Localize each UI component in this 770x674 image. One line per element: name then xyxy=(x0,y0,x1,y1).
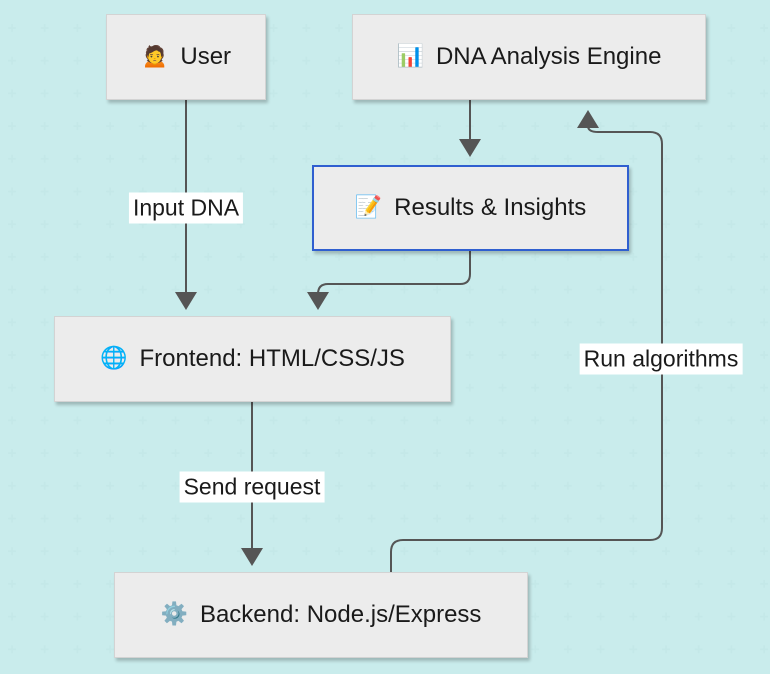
bar-chart-icon: 📊 xyxy=(396,44,424,69)
arrowhead-results xyxy=(459,139,481,157)
node-backend[interactable]: ⚙️ Backend: Node.js/Express xyxy=(114,572,528,658)
node-dna-analysis-engine[interactable]: 📊 DNA Analysis Engine xyxy=(352,14,706,100)
arrowhead-frontend xyxy=(175,292,197,310)
edge-label-send-request: Send request xyxy=(179,471,325,503)
node-results-label: Results & Insights xyxy=(394,194,587,221)
edge-backend-engine xyxy=(390,125,663,572)
node-results-insights[interactable]: 📝 Results & Insights xyxy=(312,165,629,251)
memo-icon: 📝 xyxy=(354,195,383,220)
arrowhead-backend xyxy=(241,548,263,566)
arrowhead-frontend-2 xyxy=(307,292,329,310)
arrowhead-engine xyxy=(577,110,599,128)
node-backend-label: Backend: Node.js/Express xyxy=(199,601,482,628)
node-frontend-label: Frontend: HTML/CSS/JS xyxy=(139,345,405,372)
globe-icon: 🌐 xyxy=(100,346,128,371)
edge-label-run-algorithms: Run algorithms xyxy=(579,343,743,375)
edge-label-input-dna: Input DNA xyxy=(128,192,244,224)
node-frontend[interactable]: 🌐 Frontend: HTML/CSS/JS xyxy=(54,316,451,402)
node-user[interactable]: 🙍 User xyxy=(106,14,266,100)
user-icon: 🙍 xyxy=(140,44,169,69)
node-user-label: User xyxy=(180,43,232,70)
edge-results-frontend xyxy=(317,251,471,296)
node-engine-label: DNA Analysis Engine xyxy=(435,43,662,70)
gear-icon: ⚙️ xyxy=(160,602,188,627)
